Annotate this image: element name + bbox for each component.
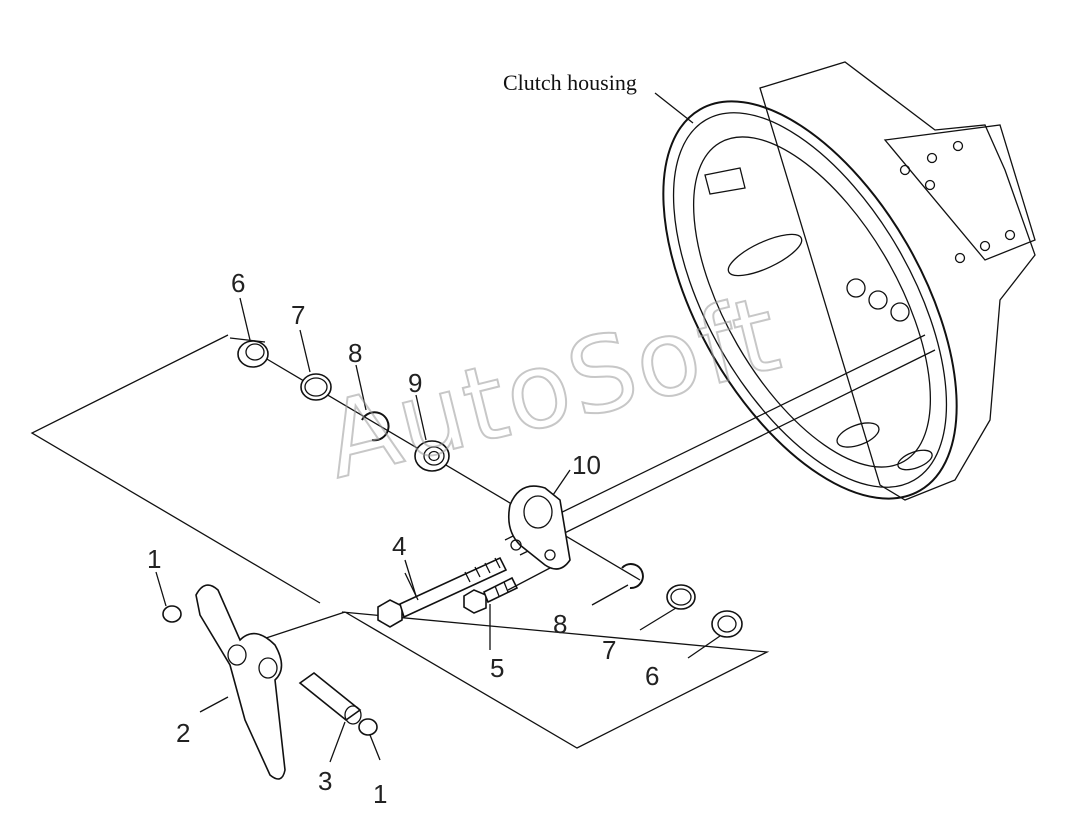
callout-10: 10: [572, 450, 601, 480]
callout-6-lower: 6: [645, 661, 659, 691]
callout-8-upper: 8: [348, 338, 362, 368]
callout-8-lower: 8: [553, 609, 567, 639]
callout-9: 9: [408, 368, 422, 398]
part-6-washer-upper: [237, 340, 269, 368]
callout-5: 5: [490, 653, 504, 683]
assembly-frame-upper: [30, 334, 321, 604]
leader-lines: [155, 297, 721, 763]
part-1-clip-lower: [358, 718, 378, 736]
part-5-short-bolt: [463, 567, 551, 614]
shaft-axis-line-lower: [519, 349, 936, 556]
callout-6-upper: 6: [231, 268, 245, 298]
part-7-ring-upper: [300, 373, 332, 401]
assembly-frame-lower: [341, 611, 770, 749]
part-2-fork: [195, 584, 286, 780]
callout-1-upper: 1: [147, 544, 161, 574]
callout-3: 3: [318, 766, 332, 796]
callout-1-lower: 1: [373, 779, 387, 809]
part-1-clip-upper: [162, 605, 182, 623]
callout-7-lower: 7: [602, 635, 616, 665]
clutch-housing-leader: [654, 92, 694, 124]
part-7-ring-lower: [666, 584, 696, 610]
axis-line-lower: [259, 611, 346, 641]
part-3-pin: [298, 671, 362, 725]
shaft-axis-line: [504, 334, 926, 541]
part-10-lever: [507, 485, 571, 570]
callout-4: 4: [392, 531, 406, 561]
part-6-washer-lower: [711, 610, 743, 638]
part-8-circlip-lower: [621, 563, 644, 590]
callout-7-upper: 7: [291, 300, 305, 330]
watermark-text: AutoSoft: [314, 272, 792, 502]
clutch-housing-title: Clutch housing: [503, 70, 637, 95]
part-4-long-bolt: [377, 556, 508, 628]
callout-2: 2: [176, 718, 190, 748]
clutch-housing: [662, 61, 1036, 501]
part-8-circlip-upper: [361, 411, 390, 442]
part-9-bearing: [414, 440, 450, 472]
